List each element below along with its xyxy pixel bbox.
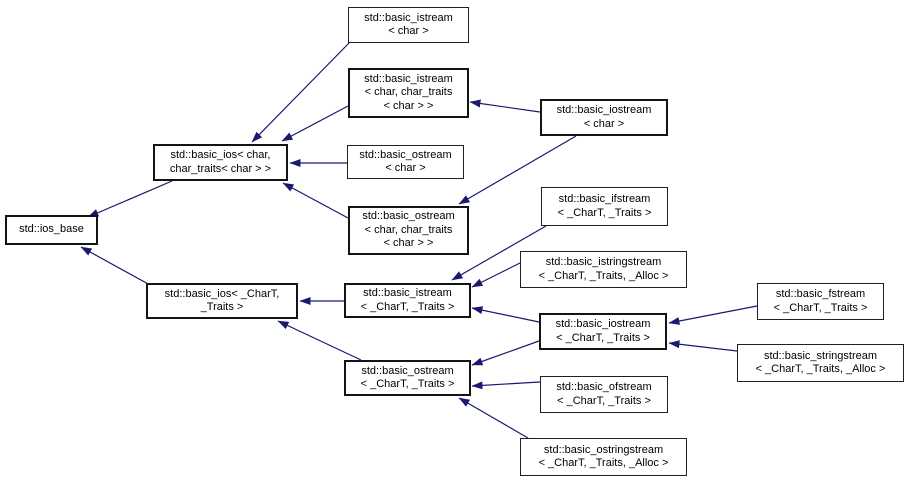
class-node-istringstream_T[interactable]: std::basic_istringstream< _CharT, _Trait… [520, 251, 687, 288]
class-node-label-line: < char > > [383, 99, 434, 112]
inheritance-arrow-iostream_T-to-ostream_T [471, 340, 540, 366]
class-node-istream_T[interactable]: std::basic_istream< _CharT, _Traits > [344, 283, 471, 318]
inheritance-arrow-ofstream_T-to-ostream_T [471, 381, 541, 390]
class-node-label-line: std::basic_istringstream [545, 256, 662, 268]
class-node-label-line: < char, char_traits [364, 86, 453, 99]
class-node-label-line: std::basic_iostream [555, 318, 651, 330]
class-node-label-line: std::basic_ostream [359, 148, 452, 161]
class-node-label-line: std::basic_ostream [361, 364, 454, 377]
inheritance-arrow-fstream_T-to-iostream_T [668, 305, 758, 325]
inheritance-arrow-istream_char-to-ios_char [251, 41, 351, 143]
inheritance-arrow-ios_T-to-ios_base [80, 246, 151, 286]
class-node-fstream_T[interactable]: std::basic_fstream< _CharT, _Traits > [757, 283, 884, 320]
class-node-label-line: < _CharT, _Traits > [773, 301, 868, 314]
class-node-label-line: std::basic_istream [364, 72, 453, 85]
class-node-label-line: _Traits > [200, 301, 244, 313]
class-node-ios_T[interactable]: std::basic_ios< _CharT,_Traits > [146, 283, 298, 319]
inheritance-arrow-ifstream_T-to-istream_T [451, 225, 547, 281]
class-node-istream_char[interactable]: std::basic_istream< char > [348, 7, 469, 43]
class-node-label-line: < _CharT, _Traits > [360, 300, 455, 313]
class-node-ios_base[interactable]: std::ios_base [5, 215, 98, 245]
class-node-label-line: < _CharT, _Traits > [556, 331, 650, 344]
inheritance-arrow-iostream_T-to-istream_T [471, 306, 540, 323]
class-node-label-line: std::basic_ostringstream [543, 443, 664, 456]
class-node-ofstream_T[interactable]: std::basic_ofstream< _CharT, _Traits > [540, 376, 668, 413]
class-node-ostream_char[interactable]: std::basic_ostream< char > [347, 145, 464, 179]
class-node-iostream_char[interactable]: std::basic_iostream< char > [540, 99, 668, 136]
class-node-iostream_T[interactable]: std::basic_iostream< _CharT, _Traits > [539, 313, 667, 350]
class-node-label-line: < char > [583, 117, 625, 130]
class-node-ios_char[interactable]: std::basic_ios< char,char_traits< char >… [153, 144, 288, 181]
class-node-label-line: std::basic_ifstream [558, 193, 651, 205]
class-node-label-line: std::basic_istream [364, 11, 453, 24]
inheritance-arrow-ostream_char_traits-to-ios_char [282, 182, 349, 219]
inheritance-arrow-istream_char_traits-to-ios_char [281, 105, 349, 142]
inheritance-arrow-ostringstream_T-to-ostream_T [458, 397, 529, 439]
class-node-label-line: < _CharT, _Traits, _Alloc > [538, 269, 669, 282]
inheritance-arrow-stringstream_T-to-iostream_T [668, 340, 738, 352]
inheritance-arrow-iostream_char-to-ostream_char_traits [458, 135, 577, 205]
class-node-label-line: std::basic_fstream [775, 288, 866, 300]
inheritance-arrow-ios_char-to-ios_base [87, 180, 173, 218]
class-node-ostringstream_T[interactable]: std::basic_ostringstream< _CharT, _Trait… [520, 438, 687, 476]
class-node-label-line: std::basic_ofstream [556, 381, 652, 393]
class-node-label-line: std::basic_stringstream [763, 349, 878, 362]
class-node-label-line: < char > [385, 162, 426, 174]
class-node-label-line: < char > > [383, 237, 434, 250]
inheritance-arrow-istringstream_T-to-istream_T [471, 262, 521, 288]
class-node-label-line: std::basic_ios< char, [170, 149, 271, 161]
class-node-label-line: char_traits< char > > [169, 162, 272, 175]
class-node-label-line: < _CharT, _Traits, _Alloc > [538, 457, 669, 469]
class-node-ostream_char_traits[interactable]: std::basic_ostream< char, char_traits< c… [348, 206, 469, 255]
class-node-label-line: std::ios_base [19, 223, 84, 236]
class-node-ifstream_T[interactable]: std::basic_ifstream< _CharT, _Traits > [541, 187, 668, 226]
class-node-istream_char_traits[interactable]: std::basic_istream< char, char_traits< c… [348, 68, 469, 118]
class-node-label-line: < _CharT, _Traits > [360, 378, 455, 390]
inheritance-arrow-ostream_T-to-ios_T [277, 320, 362, 361]
class-node-label-line: < _CharT, _Traits > [557, 394, 651, 407]
class-node-label-line: std::basic_istream [363, 287, 452, 299]
class-node-label-line: std::basic_ostream [362, 210, 455, 223]
class-node-label-line: < char > [388, 25, 429, 37]
class-node-label-line: < char, char_traits [364, 223, 453, 236]
class-node-label-line: std::basic_iostream [556, 104, 652, 116]
edge-group [80, 41, 758, 439]
class-node-ostream_T[interactable]: std::basic_ostream< _CharT, _Traits > [344, 360, 471, 396]
class-node-label-line: < _CharT, _Traits > [557, 206, 652, 219]
class-node-label-line: std::basic_ios< _CharT, [164, 287, 280, 300]
class-node-label-line: < _CharT, _Traits, _Alloc > [755, 363, 886, 375]
class-node-stringstream_T[interactable]: std::basic_stringstream< _CharT, _Traits… [737, 344, 904, 382]
inheritance-arrow-iostream_char-to-istream_char_traits [469, 99, 541, 113]
